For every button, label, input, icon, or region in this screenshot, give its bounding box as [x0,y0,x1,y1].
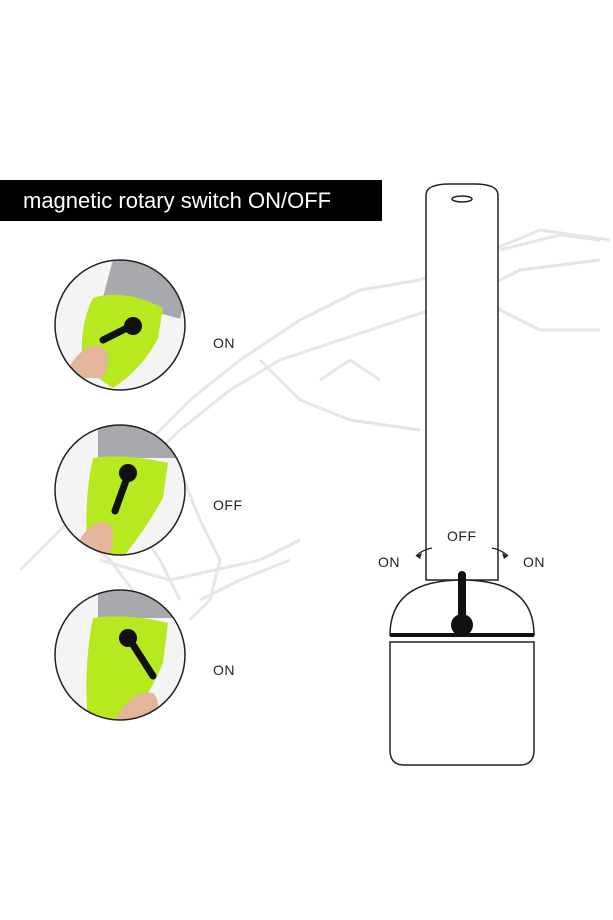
flashlight-diagram [389,183,535,766]
diagram-label-off: OFF [447,528,477,544]
diagram-label-on-left: ON [378,554,400,570]
step-label-on-1: ON [213,335,235,351]
step-photo-on-2 [54,589,186,721]
title-banner: magnetic rotary switch ON/OFF [0,180,382,221]
step-photo-on-1 [54,259,186,391]
step-photo-off [54,424,186,556]
diagram-label-on-right: ON [523,554,545,570]
step-label-on-2: ON [213,662,235,678]
step-label-off: OFF [213,497,243,513]
